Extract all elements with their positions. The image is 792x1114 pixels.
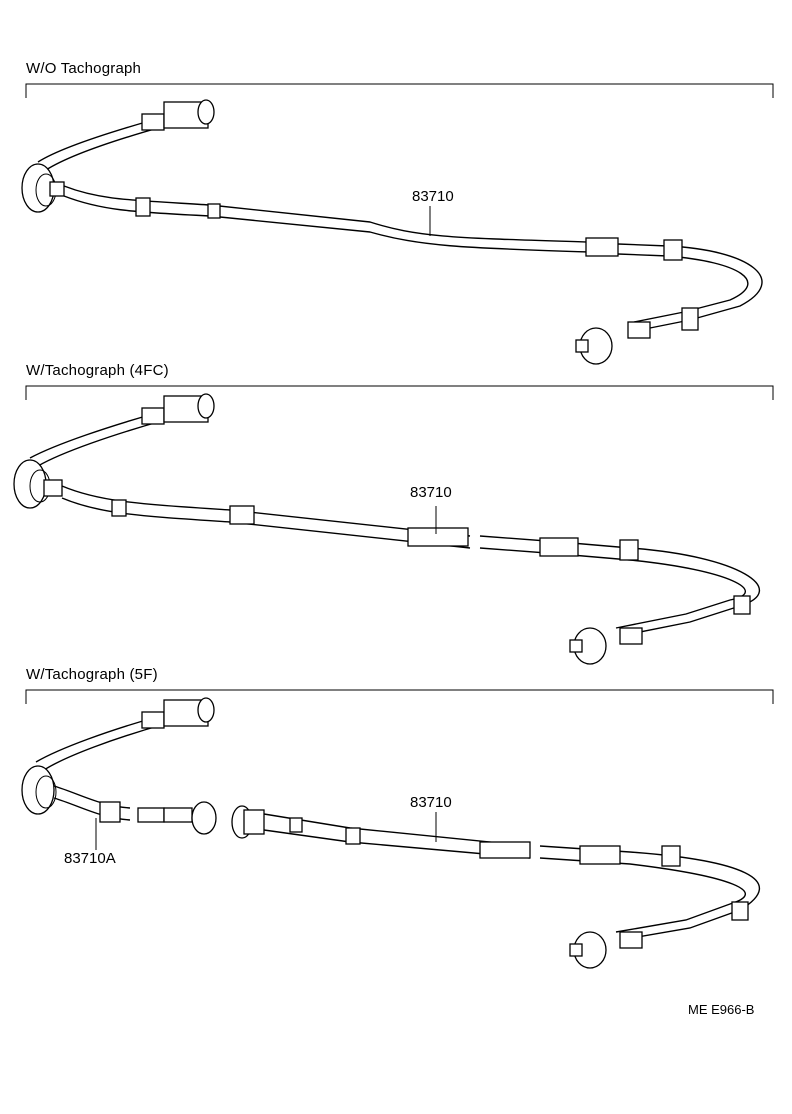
section-2-bracket xyxy=(25,385,774,400)
section-1-bracket xyxy=(25,83,774,98)
section-3-heading: W/Tachograph (5F) xyxy=(26,666,158,683)
section-1-cable xyxy=(21,99,763,365)
section-3-cable xyxy=(21,697,761,969)
section-2-cable xyxy=(13,393,761,665)
drawing-code: ME E966-B xyxy=(688,1002,755,1017)
section-1-part-label: 83710 xyxy=(412,188,454,205)
section-1-heading: W/O Tachograph xyxy=(26,60,142,77)
section-2-heading: W/Tachograph (4FC) xyxy=(26,362,169,379)
section-3-part-label: 83710 xyxy=(410,794,452,811)
section-3-bracket xyxy=(25,689,774,704)
section-2-part-label: 83710 xyxy=(410,484,452,501)
section-3-sub-part-label: 83710A xyxy=(64,850,116,867)
grommet xyxy=(21,765,55,815)
